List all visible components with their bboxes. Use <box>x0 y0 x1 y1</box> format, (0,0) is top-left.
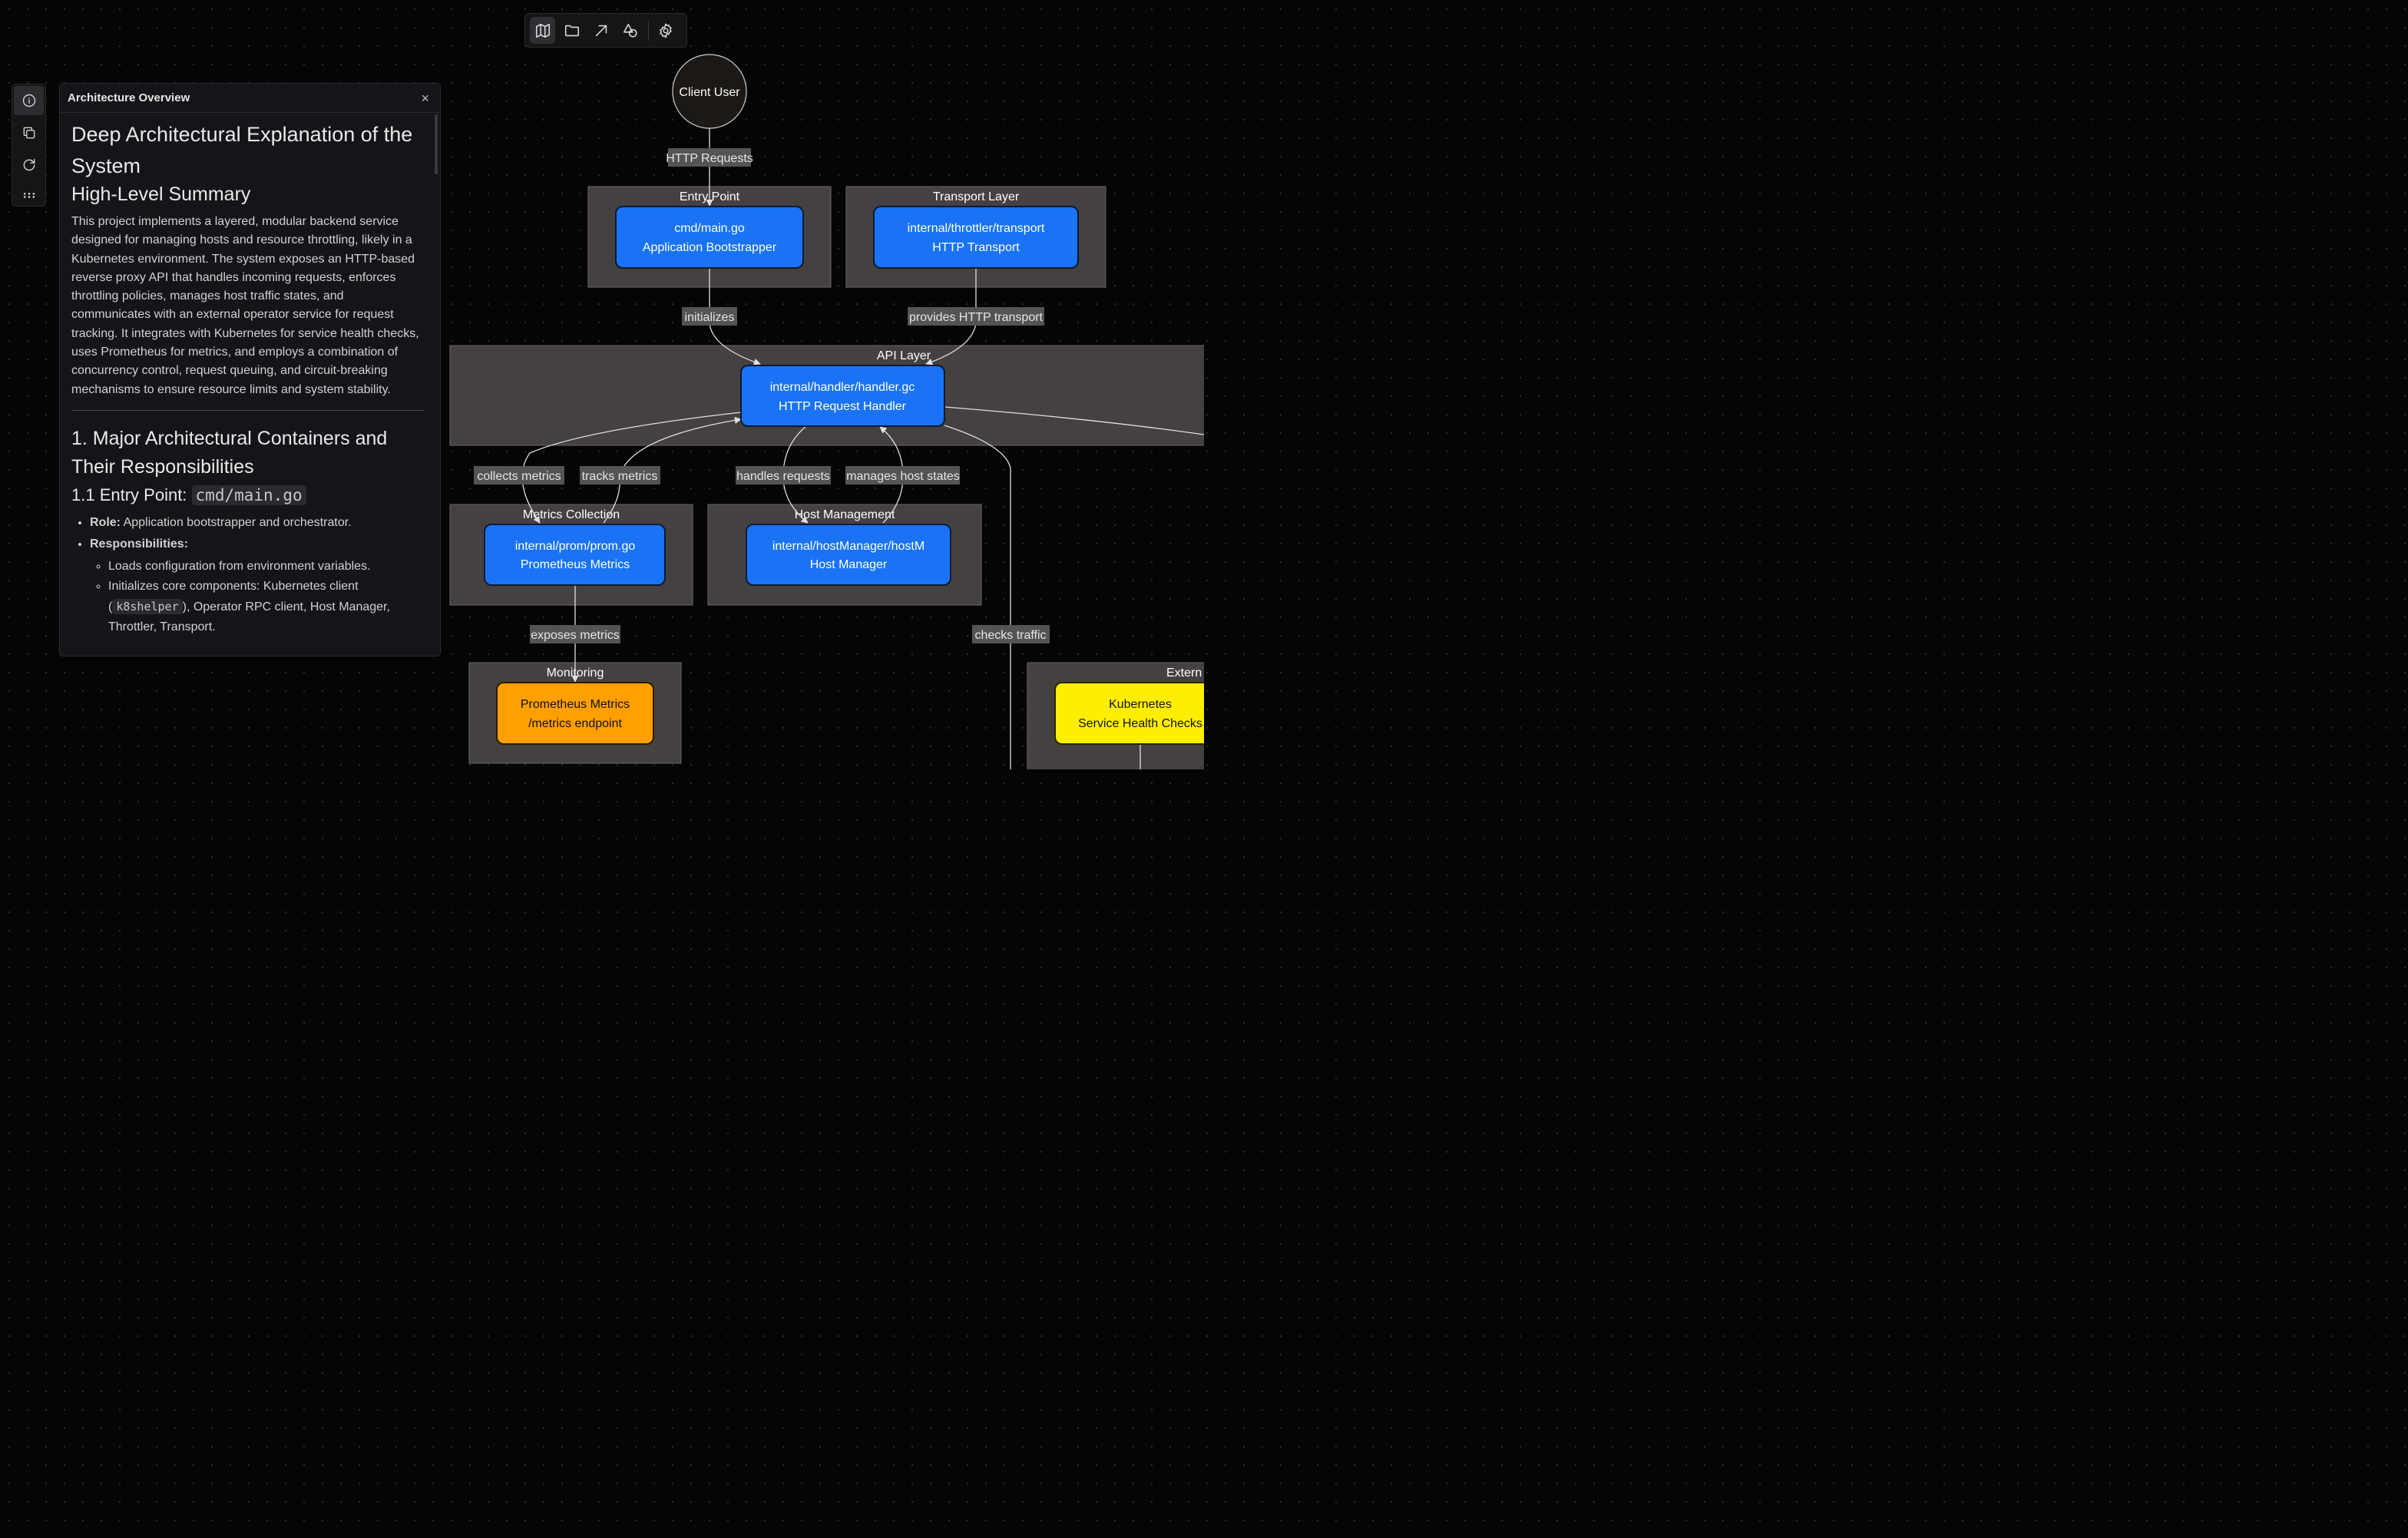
group-label-transport: Transport Layer <box>933 190 1020 203</box>
grid-dots-icon <box>23 193 35 198</box>
monitoring-node-line1: Prometheus Metrics <box>521 698 630 711</box>
transport-node-line2: HTTP Transport <box>932 241 1020 254</box>
folder-button[interactable] <box>559 17 584 44</box>
host-node-line1: internal/hostManager/hostM <box>772 540 925 553</box>
edge-offscreen <box>944 406 1204 435</box>
edge-label-initializes: initializes <box>685 311 735 324</box>
edge-label-bg <box>845 466 960 485</box>
section-divider <box>71 409 425 411</box>
edge-label-bg <box>972 625 1050 643</box>
k8s-node-line2: Service Health Checks <box>1078 717 1202 730</box>
edge-label-exposes-metrics: exposes metrics <box>531 629 620 642</box>
containers-heading: 1. Major Architectural Containers and Th… <box>71 427 388 478</box>
group-label-host: Host Management <box>795 508 895 521</box>
panel-scrollbar[interactable] <box>435 114 438 174</box>
kubernetes-node[interactable] <box>1054 682 1204 745</box>
edge-collects-metrics <box>521 412 742 524</box>
edge-label-bg <box>668 148 751 167</box>
edge-label-http-requests: HTTP Requests <box>666 152 753 165</box>
group-label-external: Extern <box>1166 666 1202 680</box>
edge-label-collects-metrics: collects metrics <box>477 470 561 483</box>
shapes-button[interactable] <box>617 17 643 44</box>
entry-point-heading: 1.1 Entry Point: cmd/main.go <box>71 483 425 508</box>
panel-content: Deep Architectural Explanation of the Sy… <box>71 113 425 637</box>
main-node[interactable] <box>615 206 804 269</box>
group-label-metrics: Metrics Collection <box>523 508 620 521</box>
edge-label-bg <box>682 307 737 326</box>
toolbar-divider <box>648 20 649 41</box>
architecture-panel: Architecture Overview × Deep Architectur… <box>59 83 441 657</box>
group-label-api: API Layer <box>877 349 931 362</box>
init-suffix: ), Operator RPC client, Host Manager, Th… <box>108 600 390 633</box>
edge-label-bg <box>580 466 660 485</box>
edge-label-bg <box>736 466 831 485</box>
shapes-icon <box>623 23 637 38</box>
main-node-line1: cmd/main.go <box>674 222 745 235</box>
host-manager-node[interactable] <box>746 524 951 586</box>
host-node-line2: Host Manager <box>810 558 888 571</box>
close-icon[interactable]: × <box>421 91 429 106</box>
edge-label-handles-requests: handles requests <box>736 470 830 483</box>
copy-button[interactable] <box>14 118 44 147</box>
summary-paragraph: This project implements a layered, modul… <box>71 215 419 396</box>
edge-checks-traffic <box>944 425 1011 769</box>
architecture-diagram: Entry Point Transport Layer API Layer Me… <box>449 54 1204 769</box>
map-button[interactable] <box>530 17 556 44</box>
info-icon <box>22 94 35 107</box>
main-node-line2: Application Bootstrapper <box>643 241 777 254</box>
top-toolbar <box>524 13 687 48</box>
edge-label-bg <box>474 466 564 485</box>
prom-node-line2: Prometheus Metrics <box>521 558 630 571</box>
responsibilities-list: Loads configuration from environment var… <box>90 557 425 637</box>
info-button[interactable] <box>14 86 44 115</box>
entry-point-code: cmd/main.go <box>191 485 306 505</box>
client-user-label: Client User <box>679 86 740 99</box>
prom-node[interactable] <box>484 524 666 586</box>
role-text: Application bootstrapper and orchestrato… <box>121 515 352 529</box>
handler-node-line2: HTTP Request Handler <box>779 400 907 413</box>
doc-title: Deep Architectural Explanation of the Sy… <box>71 123 413 177</box>
list-item: Loads configuration from environment var… <box>108 557 425 577</box>
edge-label-bg <box>908 307 1044 326</box>
transport-node-line1: internal/throttler/transport <box>908 222 1045 235</box>
copy-icon <box>23 127 35 139</box>
side-rail <box>12 84 46 207</box>
responsibilities-label: Responsibilities: <box>90 537 189 551</box>
list-item: Responsibilities: Loads configuration fr… <box>90 534 425 637</box>
prom-node-line1: internal/prom/prom.go <box>515 540 636 553</box>
list-item: Role: Application bootstrapper and orche… <box>90 512 425 534</box>
k8s-node-line1: Kubernetes <box>1109 698 1172 711</box>
summary-heading: High-Level Summary <box>71 184 251 205</box>
panel-header: Architecture Overview × <box>60 84 440 113</box>
refresh-button[interactable] <box>14 150 44 180</box>
more-button[interactable] <box>14 180 44 210</box>
init-code: k8shelper <box>112 598 183 614</box>
list-item: Initializes core components: Kubernetes … <box>108 577 425 637</box>
client-user-node[interactable] <box>672 54 747 129</box>
entry-point-prefix: 1.1 Entry Point: <box>71 485 192 504</box>
role-label: Role: <box>90 515 121 529</box>
panel-title: Architecture Overview <box>68 91 190 104</box>
edge-label-bg <box>530 625 620 643</box>
arrow-button[interactable] <box>588 17 614 44</box>
transport-node[interactable] <box>873 206 1079 269</box>
edge-label-checks-traffic: checks traffic <box>974 629 1046 642</box>
handler-node-line1: internal/handler/handler.gc <box>770 381 915 394</box>
edge-label-tracks-metrics: tracks metrics <box>582 470 658 483</box>
map-icon <box>535 23 550 38</box>
monitoring-node-line2: /metrics endpoint <box>528 717 622 730</box>
monitoring-node[interactable] <box>496 682 654 745</box>
folder-icon <box>564 25 579 36</box>
arrow-icon <box>595 25 607 36</box>
refresh-icon <box>23 158 35 171</box>
entry-point-list: Role: Application bootstrapper and orche… <box>71 512 425 637</box>
settings-button[interactable] <box>653 17 678 44</box>
edge-label-manages-host-states: manages host states <box>846 470 960 483</box>
gear-icon <box>659 23 672 38</box>
init-prefix: Initializes core components: Kubernetes … <box>108 579 359 614</box>
edge-label-provides-transport: provides HTTP transport <box>909 311 1044 324</box>
handler-node[interactable] <box>740 365 945 427</box>
